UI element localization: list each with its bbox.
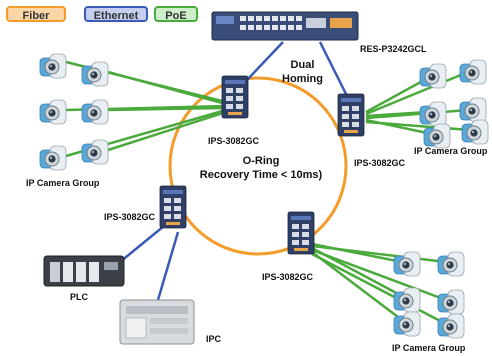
switch-right-label: IPS-3082GC: [354, 158, 406, 168]
ipc-label: IPC: [206, 334, 222, 344]
core-switch-icon: [211, 11, 359, 41]
camera-icon: [81, 61, 109, 87]
switch-right-icon: [337, 93, 365, 137]
switch-left-icon: [159, 185, 187, 229]
camera-icon: [459, 59, 487, 85]
camera-icon: [419, 63, 447, 89]
ring-line2: Recovery Time < 10ms): [199, 169, 323, 181]
camera-icon: [39, 145, 67, 171]
switch-bottom-icon: [287, 211, 315, 255]
switch-left-label: IPS-3082GC: [104, 212, 156, 222]
camera-icon: [39, 99, 67, 125]
legend-poe: PoE: [154, 6, 198, 22]
camera-icon: [393, 287, 421, 313]
link-ipc: [156, 231, 180, 301]
camera-icon: [459, 97, 487, 123]
o-ring: [168, 76, 348, 256]
camera-group-left-label: IP Camera Group: [26, 178, 100, 188]
camera-icon: [81, 99, 109, 125]
ring-label: O-Ring Recovery Time < 10ms): [186, 154, 336, 182]
plc-label: PLC: [70, 292, 88, 302]
camera-icon: [437, 313, 465, 339]
switch-top-left-label: IPS-3082GC: [208, 136, 260, 146]
legend-fiber: Fiber: [6, 6, 66, 22]
camera-icon: [419, 101, 447, 127]
legend-ethernet: Ethernet: [84, 6, 148, 22]
ring-line1: O-Ring: [242, 155, 280, 167]
camera-group-bottom-label: IP Camera Group: [392, 343, 466, 353]
camera-icon: [81, 139, 109, 165]
dual-homing-label: Dual Homing: [282, 58, 323, 86]
camera-group-right-label: IP Camera Group: [414, 146, 488, 156]
camera-icon: [437, 289, 465, 315]
plc-icon: [43, 255, 125, 287]
ipc-icon: [119, 299, 195, 345]
camera-icon: [39, 53, 67, 79]
link-plc: [119, 225, 165, 263]
switch-bottom-label: IPS-3082GC: [262, 272, 314, 282]
camera-icon: [461, 119, 489, 145]
switch-top-left-icon: [221, 75, 249, 119]
uplink-right: [318, 41, 350, 99]
core-switch-label: RES-P3242GCL: [360, 44, 427, 54]
dual-homing-line1: Dual: [290, 59, 315, 71]
dual-homing-line2: Homing: [282, 73, 323, 85]
camera-icon: [437, 251, 465, 277]
